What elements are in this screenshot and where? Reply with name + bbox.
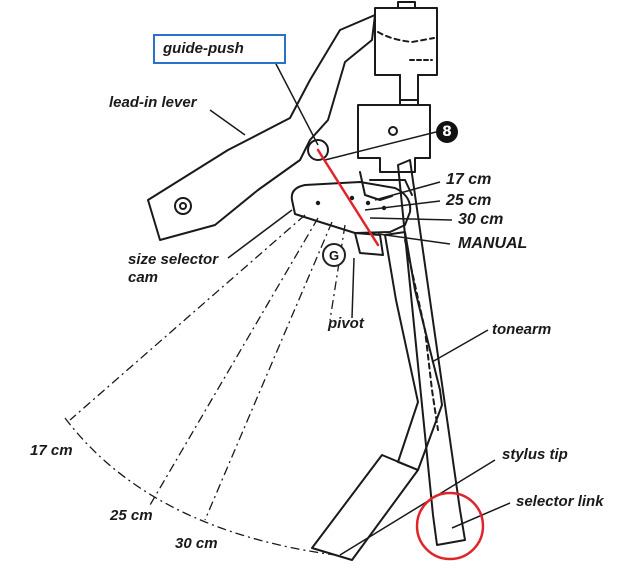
radial-25cm bbox=[149, 217, 319, 506]
cam-dot-2 bbox=[349, 195, 355, 201]
red-stylus-circle bbox=[415, 491, 485, 561]
25cm-top-label: 25 cm bbox=[446, 192, 492, 209]
leader-tonearm bbox=[431, 329, 489, 363]
radial-30cm bbox=[204, 221, 333, 521]
leader-stylus bbox=[339, 459, 496, 556]
leader-lead-in bbox=[209, 109, 246, 136]
25cm-arc-label: 25 cm bbox=[110, 507, 153, 524]
head-shell bbox=[311, 454, 419, 561]
lead-in-lever-label: lead-in lever bbox=[109, 94, 197, 111]
pivot-label: pivot bbox=[328, 315, 364, 332]
30cm-arc-label: 30 cm bbox=[175, 535, 218, 552]
marker-8-badge: 8 bbox=[436, 121, 458, 143]
leader-pivot bbox=[351, 257, 355, 319]
lead-in-lever bbox=[147, 14, 376, 241]
guide-push-label: guide-push bbox=[163, 40, 244, 57]
cam-dot-1 bbox=[315, 200, 321, 206]
selector-link-label: selector link bbox=[516, 493, 604, 510]
guide-push-roller bbox=[307, 139, 329, 161]
cam-dot-3 bbox=[365, 200, 371, 206]
30cm-top-label: 30 cm bbox=[458, 211, 504, 228]
guide-push-highlight-box bbox=[153, 34, 286, 64]
leader-17cm bbox=[374, 181, 441, 201]
tonearm-top-block bbox=[374, 7, 438, 101]
tonearm-label: tonearm bbox=[492, 321, 552, 338]
marker-g-circle: G bbox=[322, 243, 346, 267]
tonearm-body bbox=[384, 231, 443, 471]
red-guide-line bbox=[316, 148, 380, 247]
size-selector-cam-body bbox=[290, 181, 412, 234]
radial-pivot bbox=[329, 224, 346, 321]
cam-dot-4 bbox=[381, 205, 387, 211]
stylus-tip-label: stylus tip bbox=[502, 446, 568, 463]
leader-30cm bbox=[369, 217, 453, 221]
selector-link bbox=[397, 159, 466, 546]
17cm-arc-label: 17 cm bbox=[30, 442, 73, 459]
17cm-top-label: 17 cm bbox=[446, 171, 492, 188]
manual-label: MANUAL bbox=[458, 235, 528, 252]
leader-guide-push bbox=[274, 61, 319, 146]
size-selector-cam-label-2: cam bbox=[128, 269, 159, 286]
leader-manual bbox=[377, 233, 451, 245]
radial-17cm bbox=[69, 214, 306, 421]
size-selector-cam-label: size selector bbox=[128, 251, 219, 268]
leader-25cm bbox=[364, 200, 441, 211]
tonearm-mid-block bbox=[357, 104, 431, 173]
lever-mount-hole bbox=[174, 197, 192, 215]
leader-cam bbox=[227, 209, 293, 259]
leader-8 bbox=[324, 131, 437, 161]
